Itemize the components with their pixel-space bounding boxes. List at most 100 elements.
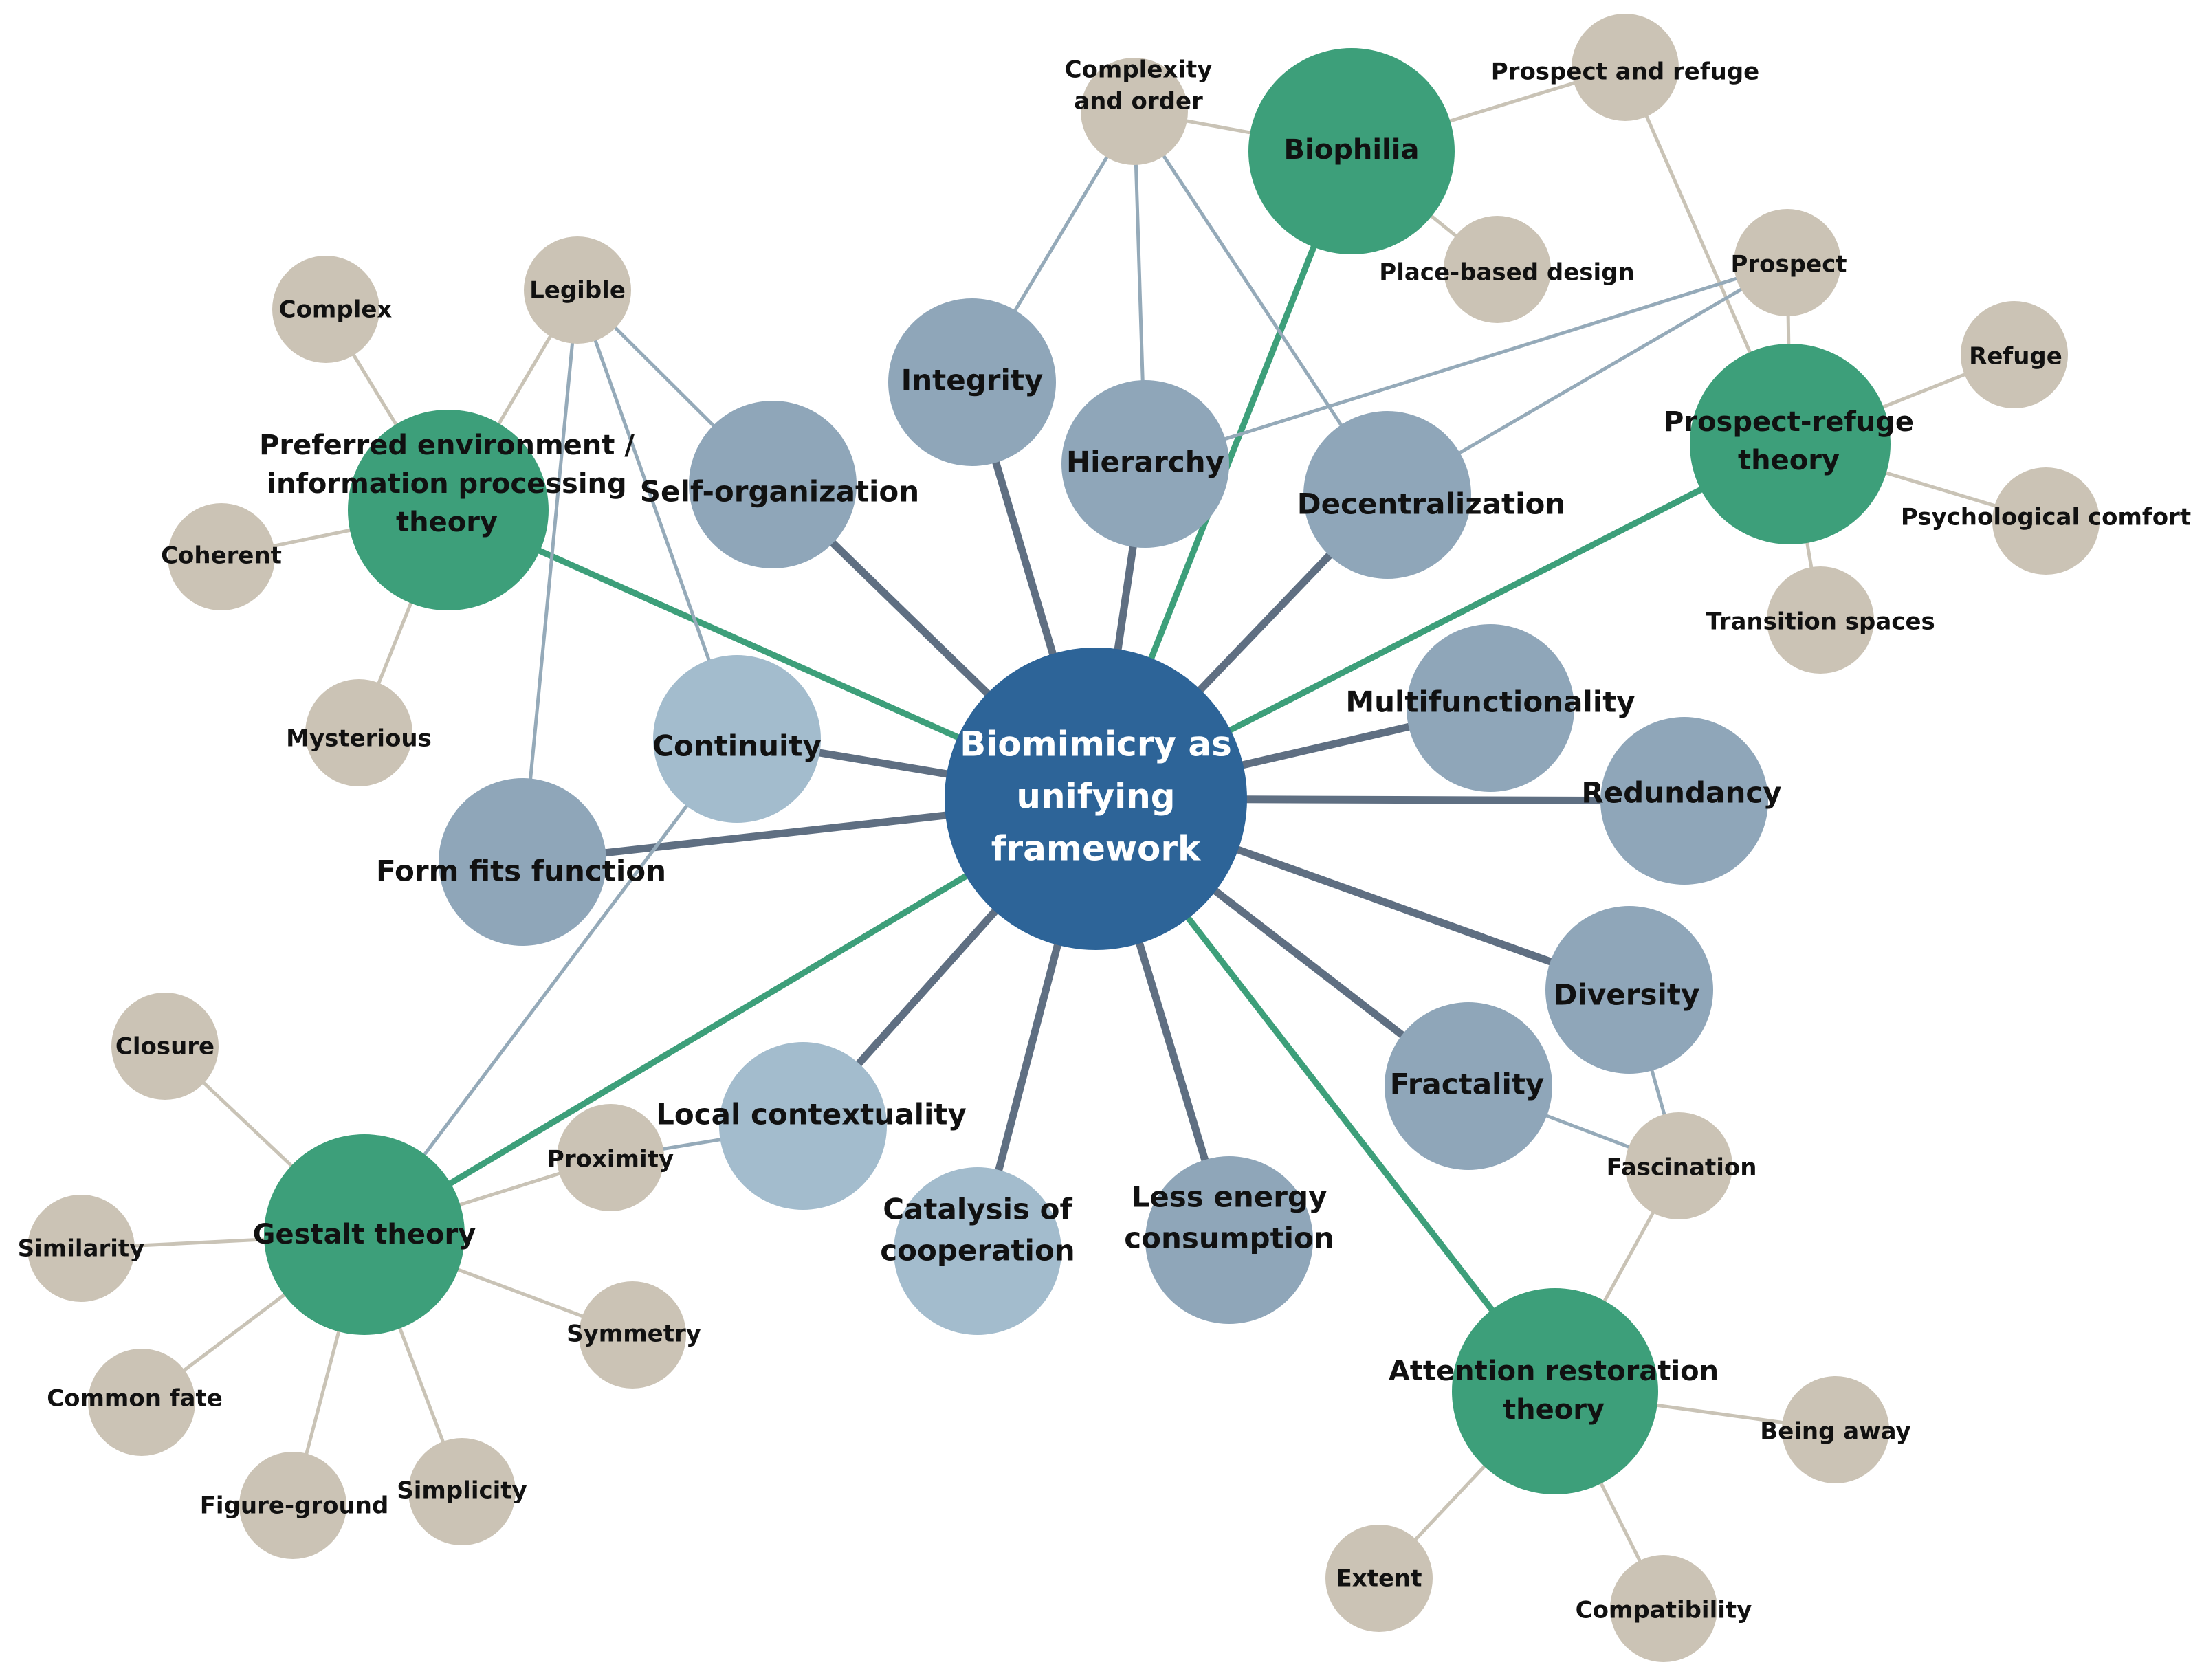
node-label-coherent: Coherent bbox=[161, 542, 282, 570]
node-circle-proximity bbox=[557, 1104, 664, 1211]
node-circle-gestalt-theory bbox=[264, 1134, 465, 1335]
node-compatibility: Compatibility bbox=[1576, 1555, 1752, 1662]
node-complexity-and-order: Complexity and order bbox=[1065, 56, 1213, 165]
node-label-redundancy: Redundancy bbox=[1581, 776, 1781, 810]
node-preferred-environment-theory: Preferred environment / information proce… bbox=[259, 410, 635, 610]
node-similarity: Similarity bbox=[18, 1195, 145, 1302]
node-circle-legible bbox=[524, 236, 631, 344]
node-label-simplicity: Simplicity bbox=[397, 1477, 527, 1505]
node-common-fate: Common fate bbox=[47, 1349, 223, 1456]
node-label-proximity: Proximity bbox=[547, 1146, 674, 1173]
node-label-being-away: Being away bbox=[1760, 1418, 1910, 1446]
node-label-complex: Complex bbox=[279, 296, 393, 324]
node-label-fractality: Fractality bbox=[1390, 1068, 1545, 1101]
node-label-center: unifying bbox=[1016, 777, 1175, 817]
node-label-prospect-refuge-theory: theory bbox=[1738, 445, 1840, 476]
node-circle-prospect bbox=[1734, 209, 1841, 316]
node-multifunctionality: Multifunctionality bbox=[1345, 624, 1635, 792]
node-decentralization: Decentralization bbox=[1297, 411, 1566, 579]
node-circle-continuity bbox=[653, 655, 821, 823]
node-label-local-contextuality: Local contextuality bbox=[656, 1098, 967, 1131]
node-circle-simplicity bbox=[408, 1438, 516, 1545]
node-gestalt-theory: Gestalt theory bbox=[253, 1134, 476, 1335]
node-psychological-comfort: Psychological comfort bbox=[1901, 467, 2191, 575]
node-label-closure: Closure bbox=[115, 1033, 214, 1061]
node-circle-extent bbox=[1325, 1525, 1433, 1632]
node-label-attention-restoration-theory: theory bbox=[1503, 1394, 1605, 1426]
node-label-catalysis-of-cooperation: Catalysis of bbox=[883, 1193, 1072, 1226]
node-circle-being-away bbox=[1782, 1376, 1889, 1483]
node-extent: Extent bbox=[1325, 1525, 1433, 1632]
node-label-similarity: Similarity bbox=[18, 1235, 145, 1263]
node-circle-symmetry bbox=[579, 1281, 686, 1389]
node-label-continuity: Continuity bbox=[652, 729, 822, 763]
node-label-extent: Extent bbox=[1336, 1565, 1422, 1593]
node-circle-decentralization bbox=[1303, 411, 1471, 579]
node-label-catalysis-of-cooperation: cooperation bbox=[880, 1234, 1075, 1268]
node-prospect: Prospect bbox=[1730, 209, 1847, 316]
node-label-form-fits-function: Form fits function bbox=[376, 854, 666, 888]
node-figure-ground: Figure-ground bbox=[200, 1452, 388, 1559]
node-circle-mysterious bbox=[305, 679, 412, 786]
node-circle-fractality bbox=[1385, 1002, 1552, 1170]
node-circle-psychological-comfort bbox=[1992, 467, 2100, 575]
node-label-mysterious: Mysterious bbox=[286, 725, 432, 753]
node-circle-compatibility bbox=[1610, 1555, 1717, 1662]
node-complex: Complex bbox=[272, 256, 392, 363]
node-continuity: Continuity bbox=[652, 655, 822, 823]
node-place-based-design: Place-based design bbox=[1379, 216, 1635, 323]
node-circle-diversity bbox=[1545, 906, 1713, 1074]
node-label-symmetry: Symmetry bbox=[566, 1320, 701, 1348]
node-proximity: Proximity bbox=[547, 1104, 674, 1211]
node-circle-integrity bbox=[888, 298, 1056, 466]
node-redundancy: Redundancy bbox=[1581, 717, 1782, 885]
node-circle-center bbox=[945, 648, 1247, 950]
node-label-less-energy-consumption: Less energy bbox=[1132, 1180, 1327, 1214]
node-label-preferred-environment-theory: Preferred environment / bbox=[259, 430, 635, 461]
node-transition-spaces: Transition spaces bbox=[1706, 566, 1935, 674]
node-label-preferred-environment-theory: theory bbox=[396, 507, 498, 538]
node-biophilia: Biophilia bbox=[1248, 48, 1455, 254]
node-label-preferred-environment-theory: information processing bbox=[267, 468, 626, 500]
node-label-complexity-and-order: and order bbox=[1074, 88, 1203, 115]
node-form-fits-function: Form fits function bbox=[376, 778, 666, 946]
node-mysterious: Mysterious bbox=[286, 679, 432, 786]
node-local-contextuality: Local contextuality bbox=[656, 1042, 967, 1210]
node-circle-complex bbox=[272, 256, 379, 363]
node-label-prospect-and-refuge: Prospect and refuge bbox=[1491, 58, 1759, 86]
node-label-legible: Legible bbox=[529, 277, 626, 305]
node-circle-figure-ground bbox=[239, 1452, 346, 1559]
node-circle-hierarchy bbox=[1061, 380, 1229, 548]
node-circle-similarity bbox=[27, 1195, 135, 1302]
node-circle-common-fate bbox=[88, 1349, 195, 1456]
node-circle-prospect-refuge-theory bbox=[1690, 344, 1891, 544]
node-circle-less-energy-consumption bbox=[1145, 1156, 1313, 1324]
node-prospect-and-refuge: Prospect and refuge bbox=[1491, 14, 1759, 121]
node-simplicity: Simplicity bbox=[397, 1438, 527, 1545]
node-circle-coherent bbox=[168, 503, 275, 610]
node-label-complexity-and-order: Complexity bbox=[1065, 56, 1213, 84]
node-legible: Legible bbox=[524, 236, 631, 344]
node-label-transition-spaces: Transition spaces bbox=[1706, 608, 1935, 636]
node-circle-closure bbox=[111, 993, 219, 1100]
node-coherent: Coherent bbox=[161, 503, 282, 610]
node-label-psychological-comfort: Psychological comfort bbox=[1901, 504, 2191, 531]
edge-continuity-gestalt-theory bbox=[363, 738, 738, 1236]
node-circle-redundancy bbox=[1600, 717, 1768, 885]
node-self-organization: Self-organization bbox=[640, 401, 919, 568]
node-circle-place-based-design bbox=[1444, 216, 1551, 323]
node-label-integrity: Integrity bbox=[901, 364, 1044, 397]
node-being-away: Being away bbox=[1760, 1376, 1911, 1483]
node-label-hierarchy: Hierarchy bbox=[1066, 445, 1224, 479]
node-label-decentralization: Decentralization bbox=[1297, 487, 1566, 521]
node-circle-local-contextuality bbox=[719, 1042, 887, 1210]
node-circle-fascination bbox=[1625, 1112, 1732, 1219]
edge-prospect-hierarchy bbox=[1145, 261, 1788, 466]
node-circle-transition-spaces bbox=[1767, 566, 1874, 674]
node-label-place-based-design: Place-based design bbox=[1379, 259, 1634, 287]
node-label-gestalt-theory: Gestalt theory bbox=[253, 1219, 476, 1250]
